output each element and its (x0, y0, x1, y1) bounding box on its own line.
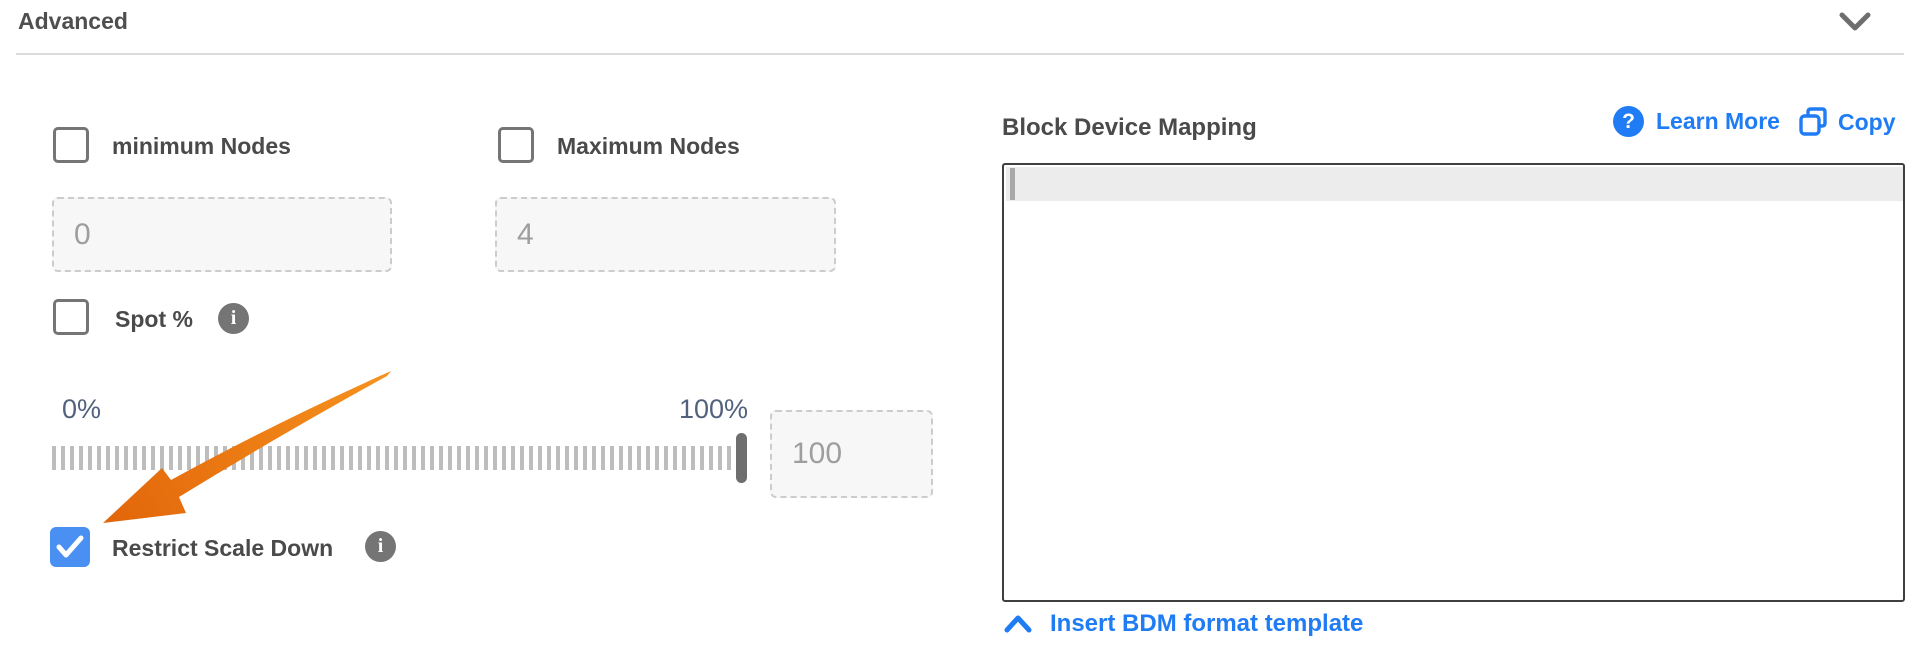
learn-more-link[interactable]: ? Learn More (1613, 106, 1780, 137)
minimum-nodes-checkbox[interactable] (53, 127, 89, 163)
copy-label: Copy (1838, 108, 1896, 135)
copy-icon (1799, 107, 1827, 136)
restrict-scale-down-label: Restrict Scale Down (112, 535, 334, 561)
bdm-editor[interactable] (1002, 163, 1905, 602)
copy-button[interactable]: Copy (1798, 106, 1896, 138)
annotation-arrow (103, 371, 391, 523)
maximum-nodes-checkbox[interactable] (498, 127, 534, 163)
section-divider (16, 53, 1904, 55)
learn-more-label: Learn More (1656, 108, 1780, 134)
slider-max-label: 100% (678, 394, 748, 424)
bdm-title: Block Device Mapping (1002, 114, 1257, 141)
minimum-nodes-label: minimum Nodes (112, 133, 291, 159)
spot-percent-value-input[interactable] (770, 410, 933, 498)
editor-active-line (1006, 167, 1903, 201)
minimum-nodes-input[interactable] (52, 197, 392, 272)
text-cursor-icon (1010, 168, 1015, 200)
spot-info-icon[interactable]: i (218, 303, 249, 334)
section-title: Advanced (18, 8, 128, 34)
chevron-down-icon[interactable] (1838, 10, 1872, 34)
maximum-nodes-label: Maximum Nodes (557, 133, 740, 159)
slider-min-label: 0% (62, 394, 102, 424)
insert-bdm-template-link[interactable]: Insert BDM format template (1004, 610, 1363, 638)
restrict-info-icon[interactable]: i (365, 531, 396, 562)
checkmark-icon (56, 535, 84, 558)
spot-percent-slider-track[interactable] (52, 446, 747, 470)
chevron-up-icon (1004, 615, 1032, 633)
help-question-icon: ? (1613, 106, 1644, 137)
spot-percent-label: Spot % (115, 306, 193, 332)
insert-bdm-template-label: Insert BDM format template (1050, 610, 1364, 637)
maximum-nodes-input[interactable] (495, 197, 836, 272)
spot-percent-slider-handle[interactable] (736, 433, 747, 483)
spot-percent-checkbox[interactable] (53, 299, 89, 335)
restrict-scale-down-checkbox[interactable] (50, 527, 90, 567)
